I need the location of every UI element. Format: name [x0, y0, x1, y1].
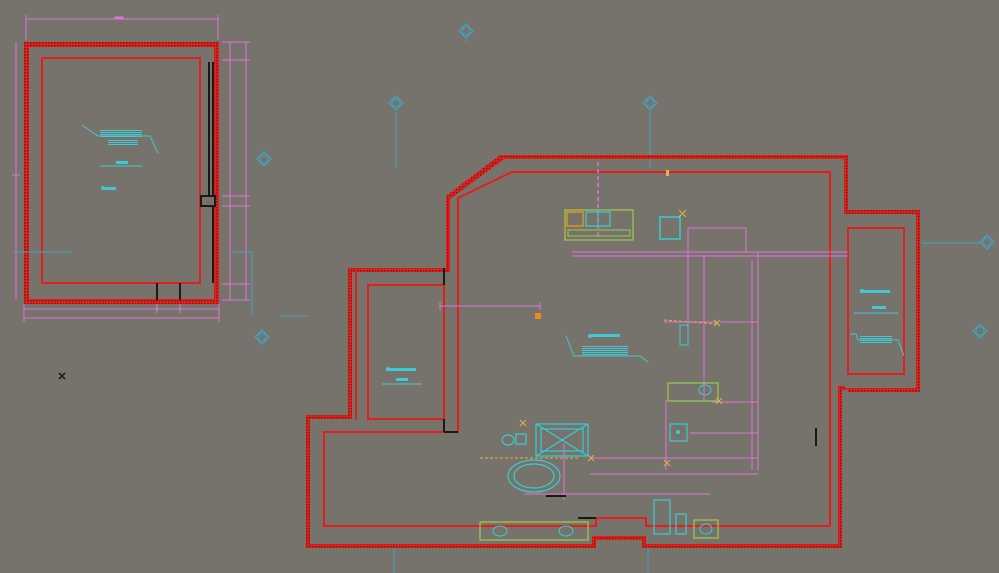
left-room-label: [81, 124, 159, 190]
left-room-left-dimension: [12, 42, 20, 300]
fixture-box: [659, 216, 681, 240]
axis-markers: [12, 23, 995, 573]
east-annex-outline: [847, 227, 905, 375]
west-annex-outline: [367, 284, 445, 420]
left-room-bottom-dimension: [23, 304, 220, 322]
marker-orange-icon: [535, 313, 541, 319]
axis-marker-icon[interactable]: [972, 323, 988, 339]
left-room-top-dimension: [25, 15, 219, 40]
axis-marker-icon[interactable]: [256, 151, 272, 167]
left-room-wall: [24, 42, 219, 304]
kitchen-counter: [564, 209, 634, 241]
axis-marker-icon[interactable]: [458, 23, 474, 42]
bathroom-fixtures: [501, 423, 687, 535]
left-room-inner-outline: [41, 57, 201, 284]
piping-network: [439, 227, 848, 500]
axis-marker-icon[interactable]: [922, 234, 995, 250]
main-room-label: [565, 334, 649, 363]
west-annex-label: [382, 367, 422, 385]
main-building-inner-outline: [323, 171, 831, 527]
axis-marker-icon[interactable]: [388, 95, 404, 168]
sink-counter: [667, 382, 719, 442]
left-room: [12, 15, 250, 322]
east-annex-label: [850, 289, 905, 357]
left-room-window-wall: [156, 62, 216, 300]
x-mark-icon: [58, 372, 66, 380]
left-room-right-dimension: [222, 41, 250, 301]
bottom-counter: [479, 519, 719, 541]
axis-marker-icon[interactable]: [254, 329, 270, 345]
main-building: [306, 155, 920, 548]
